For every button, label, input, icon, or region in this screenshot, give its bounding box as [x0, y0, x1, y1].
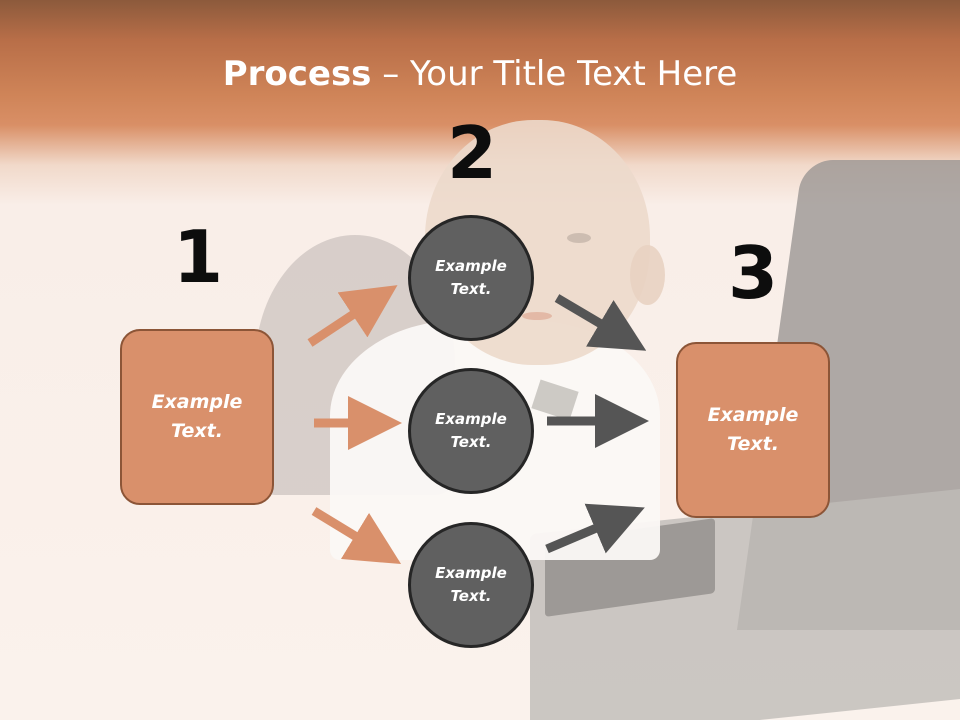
circle-top-label: Example Text. — [435, 257, 507, 298]
step-1-label: Example Text. — [151, 391, 243, 442]
step-2-circle-top: Example Text. — [408, 215, 534, 341]
step-3-label: Example Text. — [707, 404, 799, 455]
arrow-1-to-2a — [307, 285, 398, 347]
circle-middle-label: Example Text. — [435, 410, 507, 451]
background-ear — [630, 245, 665, 305]
step-number-3: 3 — [727, 231, 779, 315]
step-3-box: Example Text. — [676, 342, 830, 518]
step-number-1: 1 — [172, 215, 224, 299]
slide-title: Process – Your Title Text Here — [0, 54, 960, 94]
background-mouth — [522, 312, 552, 320]
background-eye — [567, 233, 591, 243]
title-bold: Process — [222, 54, 372, 94]
arrow-2c-to-3 — [545, 503, 645, 554]
step-number-2: 2 — [446, 111, 498, 195]
arrow-1-to-2c — [311, 507, 402, 565]
step-2-circle-middle: Example Text. — [408, 368, 534, 494]
arrow-2a-to-3 — [554, 294, 647, 351]
circle-bottom-label: Example Text. — [435, 564, 507, 605]
step-1-box: Example Text. — [120, 329, 274, 505]
title-rest: – Your Title Text Here — [371, 54, 738, 94]
step-2-circle-bottom: Example Text. — [408, 522, 534, 648]
